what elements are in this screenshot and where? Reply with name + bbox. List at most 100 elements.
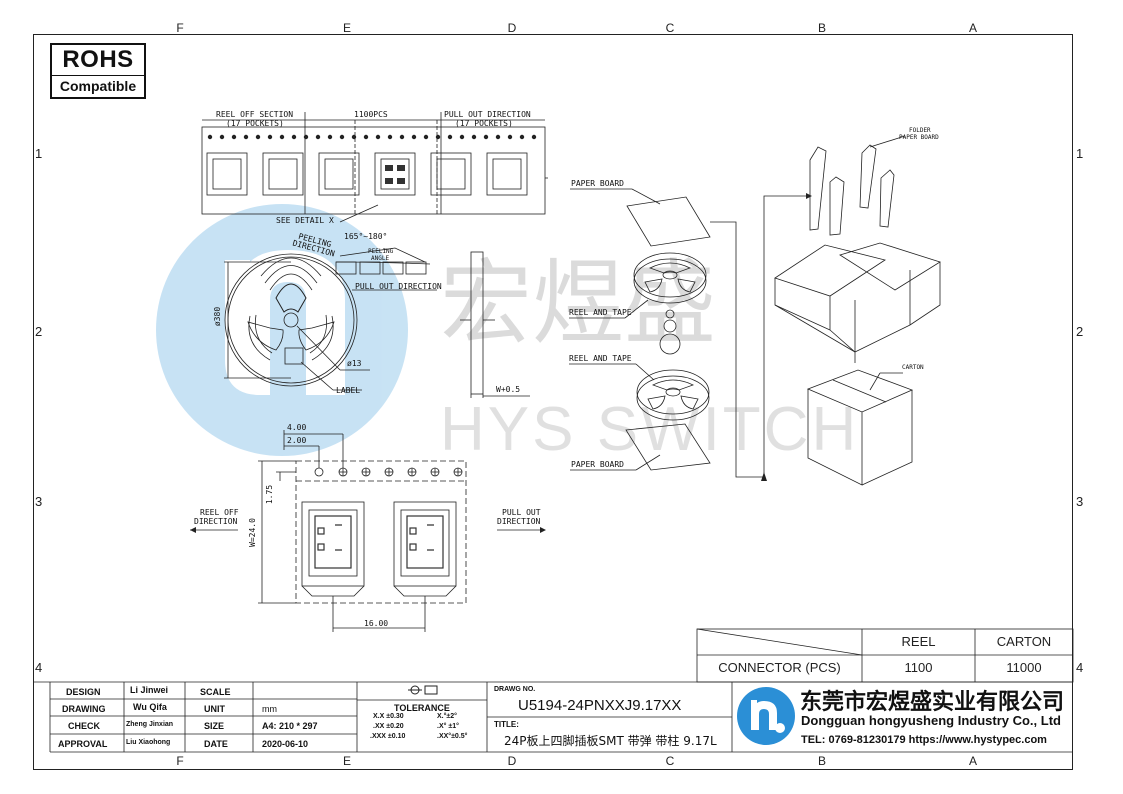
label-pull-out-direction-reel: PULL OUT DIRECTION: [355, 282, 442, 291]
zone-number-1-right: 1: [1076, 146, 1084, 161]
title-block-lines: [33, 681, 1073, 753]
zone-letter-a-top: A: [968, 21, 977, 35]
zone-number-3-right: 3: [1076, 494, 1084, 509]
label-reel-diameter: ø380: [213, 306, 223, 327]
qty-row-label: CONNECTOR (PCS): [718, 660, 841, 675]
label-reel-off-pockets: (17 POCKETS): [226, 119, 284, 128]
zone-number-4-left: 4: [35, 660, 43, 675]
rohs-subtitle: Compatible: [52, 75, 144, 96]
rohs-badge: ROHS Compatible: [50, 43, 146, 99]
tb-date-label: DATE: [204, 739, 228, 749]
zone-number-2-left: 2: [35, 324, 43, 339]
label-peeling-angle-2: ANGLE: [371, 255, 390, 262]
carrier-tape-strip: [201, 112, 548, 223]
tb-unit-value: mm: [262, 704, 277, 714]
company-contact: TEL: 0769-81230179 https://www.hystypec.…: [801, 734, 1047, 746]
tb-design-value: Li Jinwei: [130, 685, 169, 695]
label-pull-out-direction-strip: PULL OUT DIRECTION: [444, 110, 531, 119]
tb-tol-r1b: X.°±2°: [437, 713, 457, 720]
qty-reel-value: 1100: [904, 660, 933, 675]
tb-drawing-label: DRAWING: [62, 704, 106, 714]
tb-drawing-value: Wu Qifa: [133, 702, 167, 712]
label-see-detail-x: SEE DETAIL X: [276, 216, 334, 225]
label-reel-off-2: DIRECTION: [194, 517, 238, 526]
zone-letter-a-bottom: A: [968, 754, 977, 768]
dim-pocket-pitch: 16.00: [364, 619, 389, 628]
label-pull-out-pockets: (17 POCKETS): [455, 119, 513, 128]
tb-approval-label: APPROVAL: [58, 739, 108, 749]
zone-letter-f-bottom: F: [176, 754, 184, 768]
label-carton: CARTON: [902, 364, 924, 371]
label-paper-board-top: PAPER BOARD: [571, 179, 624, 188]
qty-header-carton: CARTON: [996, 634, 1052, 649]
zone-letter-f-top: F: [176, 21, 184, 35]
watermark-cn: 宏煜盛: [440, 250, 716, 357]
dim-edge-175: 1.75: [265, 484, 275, 505]
tb-title-value: 24P板上四脚插板SMT 带弹 带柱 9.17L: [504, 734, 717, 748]
zone-letter-b-top: B: [817, 21, 826, 35]
tb-size-label: SIZE: [204, 721, 225, 731]
label-folder-paper-board: PAPER BOARD: [899, 134, 939, 141]
zone-number-2-right: 2: [1076, 324, 1084, 339]
dim-pitch-4: 4.00: [287, 423, 307, 432]
reel-side-view: [460, 251, 530, 398]
qty-carton-value: 11000: [1006, 660, 1042, 675]
projection-symbol-icon: [408, 685, 438, 695]
label-reel-label: LABEL: [336, 386, 361, 395]
tb-size-value: A4: 210 * 297: [262, 721, 318, 731]
zone-number-4-right: 4: [1076, 660, 1084, 675]
packaging-exploded-view: [569, 135, 941, 486]
tb-tol-r2b: .X° ±1°: [437, 723, 459, 730]
tb-date-value: 2020-06-10: [262, 739, 309, 749]
label-peeling-angle-1: PEELING: [368, 248, 394, 255]
dim-pitch-2: 2.00: [287, 436, 307, 445]
tb-tol-r2a: .XX ±0.20: [373, 723, 404, 730]
company-name-en: Dongguan hongyusheng Industry Co., Ltd: [801, 713, 1061, 728]
label-1100pcs: 1100PCS: [354, 110, 388, 119]
label-pull-out-2: DIRECTION: [497, 517, 541, 526]
watermark-en: HYS SWITCH: [440, 395, 859, 464]
tb-check-value: Zheng Jinxian: [126, 721, 174, 728]
zone-number-1-left: 1: [35, 146, 43, 161]
label-reel-and-tape-2: REEL AND TAPE: [569, 354, 632, 363]
label-hub-diameter: ø13: [347, 359, 362, 368]
tb-tolerance-title: TOLERANCE: [394, 703, 450, 713]
zone-letter-e-top: E: [342, 21, 351, 35]
tb-drawing-number: U5194-24PNXXJ9.17XX: [518, 697, 682, 714]
zone-letter-c-bottom: C: [665, 754, 675, 768]
zone-letter-e-bottom: E: [342, 754, 351, 768]
zone-letter-c-top: C: [665, 21, 675, 35]
zone-letter-b-bottom: B: [817, 754, 826, 768]
zone-letter-d-bottom: D: [507, 754, 517, 768]
label-reel-width: W+0.5: [496, 385, 521, 394]
label-peel-angle-range: 165°~180°: [344, 232, 388, 241]
label-reel-and-tape-1: REEL AND TAPE: [569, 308, 632, 317]
tb-check-label: CHECK: [68, 721, 101, 731]
tb-scale-label: SCALE: [200, 687, 231, 697]
tb-title-label: TITLE:: [494, 720, 519, 729]
label-folder: FOLDER: [909, 127, 931, 134]
label-reel-off-1: REEL OFF: [200, 508, 239, 517]
tb-tol-r1a: X.X ±0.30: [373, 713, 404, 720]
zone-number-3-left: 3: [35, 494, 43, 509]
label-pull-out-1: PULL OUT: [502, 508, 541, 517]
tb-unit-label: UNIT: [204, 704, 225, 714]
reel-front-view: [224, 247, 437, 391]
tb-approval-value: Liu Xiaohong: [126, 739, 171, 746]
tb-design-label: DESIGN: [66, 687, 101, 697]
tb-tol-r3a: .XXX ±0.10: [370, 733, 406, 740]
label-reel-off-section: REEL OFF SECTION: [216, 110, 294, 119]
label-paper-board-bottom: PAPER BOARD: [571, 460, 624, 469]
tb-tol-r3b: .XX°±0.5°: [437, 733, 468, 740]
detail-x-view: [190, 430, 540, 632]
company-name-cn: 东莞市宏煜盛实业有限公司: [800, 690, 1065, 715]
tb-drawing-no-label: DRAWG NO.: [494, 686, 536, 693]
dim-tape-width: W=24.0: [247, 518, 257, 547]
drawing-border: [33, 34, 1073, 770]
rohs-title: ROHS: [62, 46, 134, 73]
zone-letter-d-top: D: [507, 21, 517, 35]
qty-header-reel: REEL: [901, 634, 936, 649]
company-logo-icon: [737, 687, 795, 745]
